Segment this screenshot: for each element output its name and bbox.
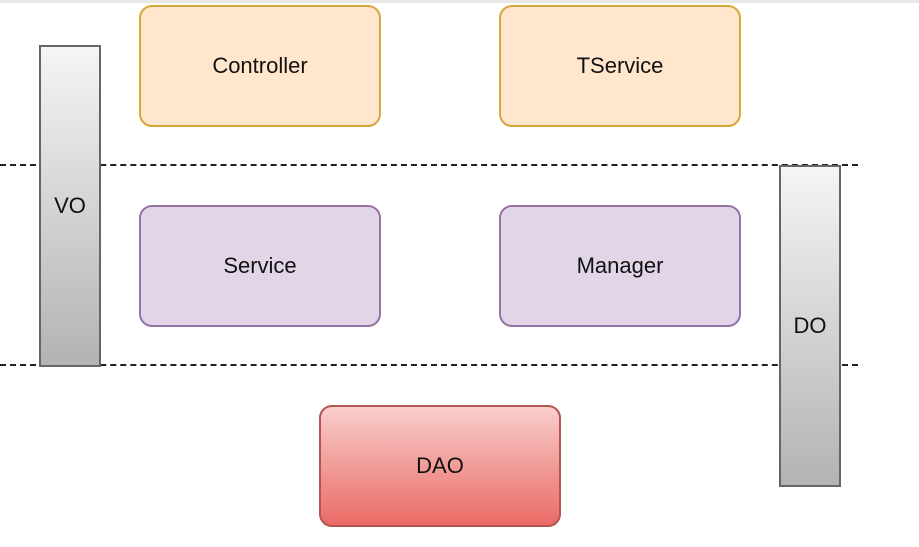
vo-label: VO: [54, 193, 86, 218]
top-edge-line: [0, 0, 919, 3]
controller-node: Controller: [139, 5, 381, 127]
do-label: DO: [793, 313, 827, 338]
vo-object-bar: VO: [39, 45, 101, 367]
dao-label: DAO: [416, 453, 464, 478]
controller-label: Controller: [212, 53, 308, 78]
service-node: Service: [139, 205, 381, 327]
service-label: Service: [223, 253, 297, 278]
dao-node: DAO: [319, 405, 561, 527]
tservice-node: TService: [499, 5, 741, 127]
layer-divider-lower: [0, 364, 858, 366]
manager-label: Manager: [576, 253, 664, 278]
manager-node: Manager: [499, 205, 741, 327]
do-object-bar: DO: [779, 165, 841, 487]
layer-divider-upper: [0, 164, 858, 166]
tservice-label: TService: [576, 53, 664, 78]
